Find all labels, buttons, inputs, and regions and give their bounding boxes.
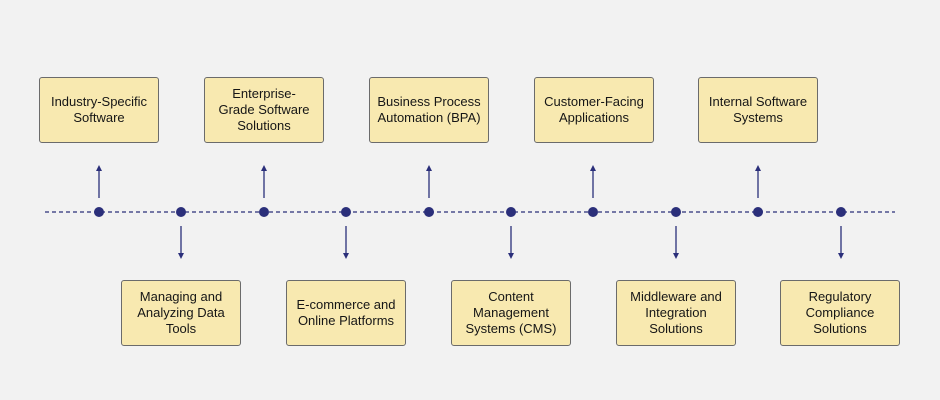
top-box-4: Customer-Facing Applications xyxy=(534,77,654,143)
top-box-1: Industry-Specific Software xyxy=(39,77,159,143)
bottom-box-1: Managing and Analyzing Data Tools xyxy=(121,280,241,346)
bottom-box-2: E-commerce and Online Platforms xyxy=(286,280,406,346)
timeline-node-9 xyxy=(753,207,763,217)
bottom-box-5: Regulatory Compliance Solutions xyxy=(780,280,900,346)
top-box-2: Enterprise- Grade Software Solutions xyxy=(204,77,324,143)
timeline-node-10 xyxy=(836,207,846,217)
timeline-node-8 xyxy=(671,207,681,217)
top-box-5: Internal Software Systems xyxy=(698,77,818,143)
top-box-3: Business Process Automation (BPA) xyxy=(369,77,489,143)
timeline-node-3 xyxy=(259,207,269,217)
timeline-node-7 xyxy=(588,207,598,217)
timeline-node-6 xyxy=(506,207,516,217)
bottom-box-4: Middleware and Integration Solutions xyxy=(616,280,736,346)
timeline-node-2 xyxy=(176,207,186,217)
timeline-node-5 xyxy=(424,207,434,217)
timeline-node-4 xyxy=(341,207,351,217)
bottom-box-3: Content Management Systems (CMS) xyxy=(451,280,571,346)
timeline-node-1 xyxy=(94,207,104,217)
